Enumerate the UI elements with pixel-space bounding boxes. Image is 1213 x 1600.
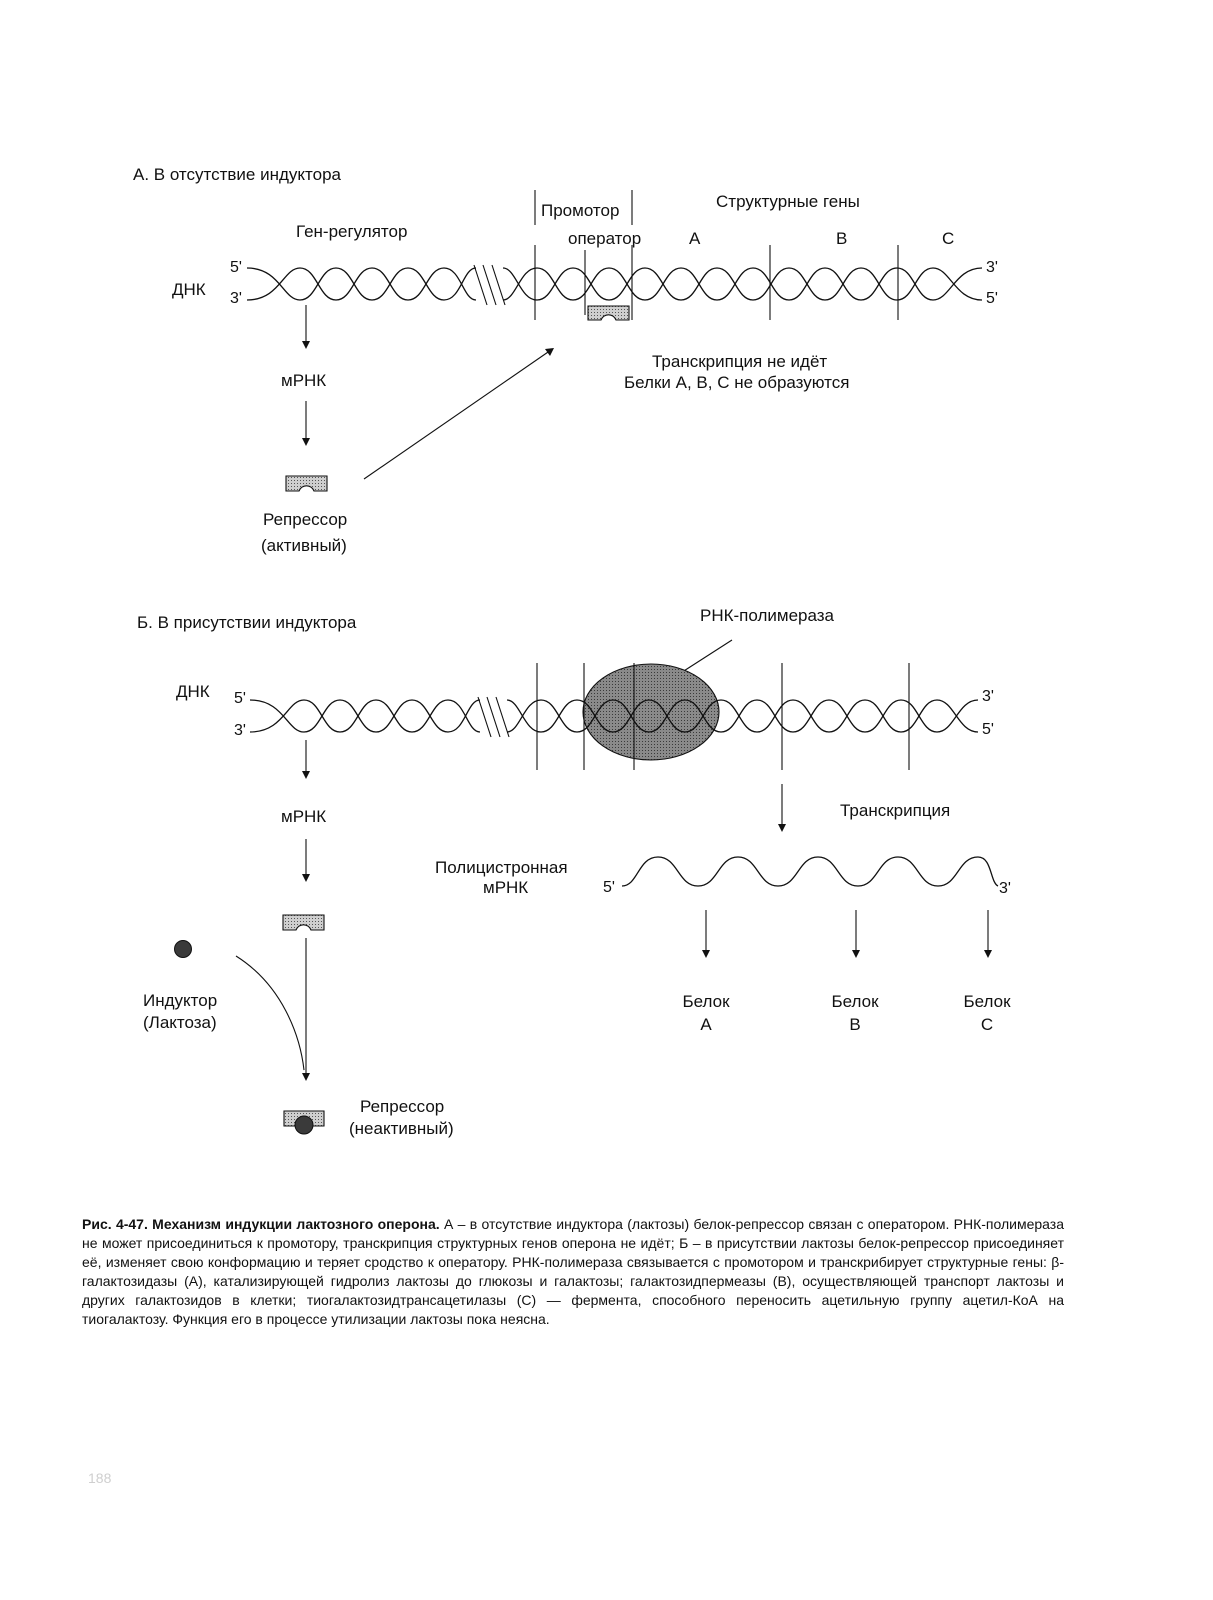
arrowhead-mrna-to-repressor-a xyxy=(302,438,310,446)
panel-a-title: А. В отсутствие индуктора xyxy=(133,165,342,184)
transcription-label: Транскрипция xyxy=(840,801,950,820)
figure-caption: Рис. 4-47. Механизм индукции лактозного … xyxy=(82,1215,1064,1329)
regulator-gene-label: Ген-регулятор xyxy=(296,222,407,241)
protein-a-letter: A xyxy=(700,1015,712,1034)
arrowhead-repressor-to-operator xyxy=(545,348,554,356)
no-proteins-label: Белки A, B, C не образуются xyxy=(624,373,849,392)
arrowhead-to-protein-a xyxy=(702,950,710,958)
figure-caption-text: А – в отсутствие индуктора (лактозы) бел… xyxy=(82,1216,1065,1327)
dna-strand-b-left-2 xyxy=(249,699,481,733)
panel-a: А. В отсутствие индуктора Ген-регулятор … xyxy=(133,165,998,555)
gene-b-label: B xyxy=(836,229,847,248)
structural-genes-label: Структурные гены xyxy=(716,192,860,211)
dna-strand-a-left-1 xyxy=(246,267,477,301)
promoter-label: Промотор xyxy=(541,201,619,220)
inducer-name-label: (Лактоза) xyxy=(143,1013,217,1032)
three-prime-left-b: 3' xyxy=(234,722,246,739)
repressor-bound-on-operator xyxy=(587,305,630,321)
inducer-molecule-icon xyxy=(174,940,192,958)
operator-label: оператор xyxy=(568,229,641,248)
page-number: 188 xyxy=(88,1470,112,1486)
three-prime-right-a: 3' xyxy=(986,259,998,276)
repressor-label-a: Репрессор xyxy=(263,510,347,529)
protein-a-word: Белок xyxy=(682,992,730,1011)
dna-strand-b-right-2 xyxy=(506,699,979,733)
arrowhead-transcription xyxy=(778,824,786,832)
break-mark-a-1 xyxy=(473,264,488,306)
mrna-five-prime: 5' xyxy=(603,879,615,896)
break-mark-b-1 xyxy=(477,696,492,738)
inducer-label: Индуктор xyxy=(143,991,217,1010)
dna-strand-a-left-2 xyxy=(246,267,477,301)
arrowhead-to-protein-c xyxy=(984,950,992,958)
protein-c-letter: C xyxy=(981,1015,993,1034)
break-mark-b-2 xyxy=(486,696,501,738)
repressor-label-b: Репрессор xyxy=(360,1097,444,1116)
rna-polymerase-blob xyxy=(582,663,720,761)
repressor-icon-b xyxy=(282,914,325,931)
arrowhead-repressor-to-inactive xyxy=(302,1073,310,1081)
three-prime-right-b: 3' xyxy=(982,688,994,705)
repressor-active-icon xyxy=(285,475,328,492)
five-prime-left-a: 5' xyxy=(230,259,242,276)
protein-b-word: Белок xyxy=(831,992,879,1011)
inducer-binding-curve xyxy=(235,955,305,1071)
polycistronic-label-2: мРНК xyxy=(483,878,528,897)
dna-strand-b-right-1 xyxy=(506,699,979,733)
three-prime-left-a: 3' xyxy=(230,290,242,307)
panel-b: Б. В присутствии индуктора РНК-полимераз… xyxy=(137,606,1011,1138)
figure-caption-title: Рис. 4-47. Механизм индукции лактозного … xyxy=(82,1216,440,1232)
mrna-label-b: мРНК xyxy=(281,807,326,826)
panel-b-title: Б. В присутствии индуктора xyxy=(137,613,357,632)
arrow-repressor-to-operator xyxy=(363,349,552,480)
gene-a-label: A xyxy=(689,229,701,248)
break-mark-a-3 xyxy=(491,264,506,306)
dna-helix-b xyxy=(249,663,979,770)
repressor-state-a: (активный) xyxy=(261,536,347,555)
dna-strand-b-left-1 xyxy=(249,699,481,733)
break-mark-b-3 xyxy=(495,696,510,738)
dna-strand-a-right-2 xyxy=(502,267,983,301)
dna-label-a: ДНК xyxy=(172,280,206,299)
mrna-three-prime: 3' xyxy=(999,880,1011,897)
dna-strand-a-right-1 xyxy=(502,267,983,301)
arrowhead-gene-to-mrna-b xyxy=(302,771,310,779)
arrowhead-gene-to-mrna-a xyxy=(302,341,310,349)
no-transcription-label: Транскрипция не идёт xyxy=(652,352,827,371)
five-prime-right-a: 5' xyxy=(986,290,998,307)
arrowhead-to-protein-b xyxy=(852,950,860,958)
protein-b-letter: B xyxy=(849,1015,860,1034)
five-prime-left-b: 5' xyxy=(234,690,246,707)
gene-c-label: C xyxy=(942,229,954,248)
five-prime-right-b: 5' xyxy=(982,721,994,738)
repressor-state-b: (неактивный) xyxy=(349,1119,454,1138)
arrowhead-mrna-to-repressor-b xyxy=(302,874,310,882)
break-mark-a-2 xyxy=(482,264,497,306)
dna-label-b: ДНК xyxy=(176,682,210,701)
polycistronic-label-1: Полицистронная xyxy=(435,858,568,877)
rna-polymerase-label: РНК-полимераза xyxy=(700,606,835,625)
polycistronic-mrna-strand xyxy=(621,856,999,887)
repressor-inactive-icon xyxy=(283,1110,325,1135)
mrna-label-a: мРНК xyxy=(281,371,326,390)
protein-c-word: Белок xyxy=(963,992,1011,1011)
dna-helix-a xyxy=(246,245,983,320)
